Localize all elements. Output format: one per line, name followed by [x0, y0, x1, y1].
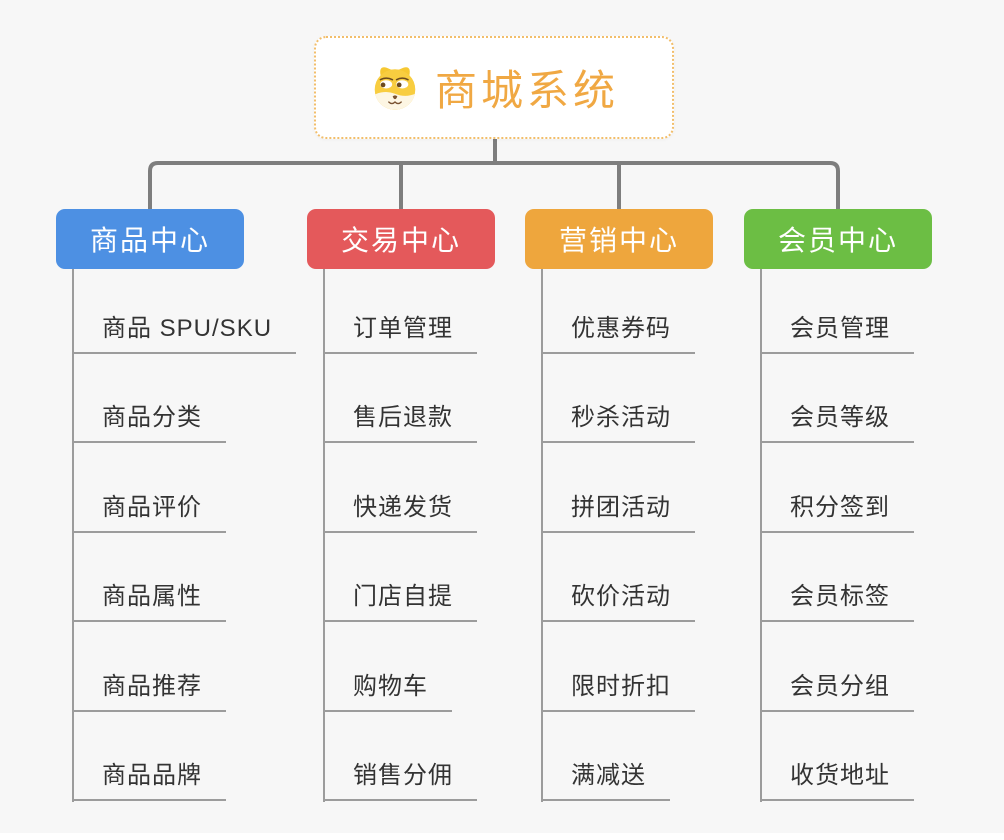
branch-children: 优惠券码秒杀活动拼团活动砍价活动限时折扣满减送	[541, 269, 801, 802]
branch-children: 商品 SPU/SKU 商品分类商品评价商品属性商品推荐商品品牌	[72, 269, 332, 802]
leaf-node[interactable]: 快递发货	[323, 493, 477, 533]
leaf-node[interactable]: 会员分组	[760, 672, 914, 712]
leaf-node[interactable]: 限时折扣	[541, 672, 695, 712]
leaf-node[interactable]: 拼团活动	[541, 493, 695, 533]
branch-children: 会员管理会员等级积分签到会员标签会员分组收货地址	[760, 269, 1004, 802]
branch-header[interactable]: 营销中心	[525, 209, 713, 269]
leaf-node[interactable]: 优惠券码	[541, 314, 695, 354]
branch-children: 订单管理售后退款快递发货门店自提购物车销售分佣	[323, 269, 583, 802]
leaf-node[interactable]: 门店自提	[323, 582, 477, 623]
leaf-node[interactable]: 砍价活动	[541, 582, 695, 623]
branch-label: 会员中心	[777, 225, 898, 256]
branch-label: 商品中心	[89, 225, 210, 256]
leaf-node[interactable]: 商品品牌	[72, 761, 226, 801]
branch-header[interactable]: 交易中心	[307, 209, 495, 269]
bottom-edge	[0, 833, 1004, 840]
leaf-node[interactable]: 收货地址	[760, 761, 914, 801]
branch-label: 交易中心	[340, 225, 461, 256]
root-node[interactable]: 商城系统	[314, 36, 674, 139]
branch-label: 营销中心	[558, 225, 679, 256]
leaf-node[interactable]: 商品推荐	[72, 672, 226, 712]
leaf-node[interactable]: 售后退款	[323, 403, 477, 444]
leaf-node[interactable]: 会员管理	[760, 314, 914, 354]
leaf-node[interactable]: 商品 SPU/SKU	[72, 314, 297, 354]
leaf-node[interactable]: 商品评价	[72, 493, 226, 533]
leaf-node[interactable]: 购物车	[323, 672, 452, 712]
leaf-node[interactable]: 会员标签	[760, 582, 914, 623]
branch-header[interactable]: 商品中心	[56, 209, 244, 269]
leaf-node[interactable]: 订单管理	[323, 314, 477, 354]
leaf-node[interactable]: 商品属性	[72, 582, 226, 623]
leaf-node[interactable]: 商品分类	[72, 403, 226, 444]
dog-face-icon	[374, 66, 416, 110]
leaf-node[interactable]: 销售分佣	[323, 761, 477, 801]
branch-header[interactable]: 会员中心	[744, 209, 932, 269]
leaf-node[interactable]: 满减送	[541, 761, 670, 801]
root-title: 商城系统	[434, 67, 619, 114]
leaf-node[interactable]: 会员等级	[760, 403, 914, 444]
leaf-node[interactable]: 秒杀活动	[541, 403, 695, 444]
leaf-node[interactable]: 积分签到	[760, 493, 914, 533]
